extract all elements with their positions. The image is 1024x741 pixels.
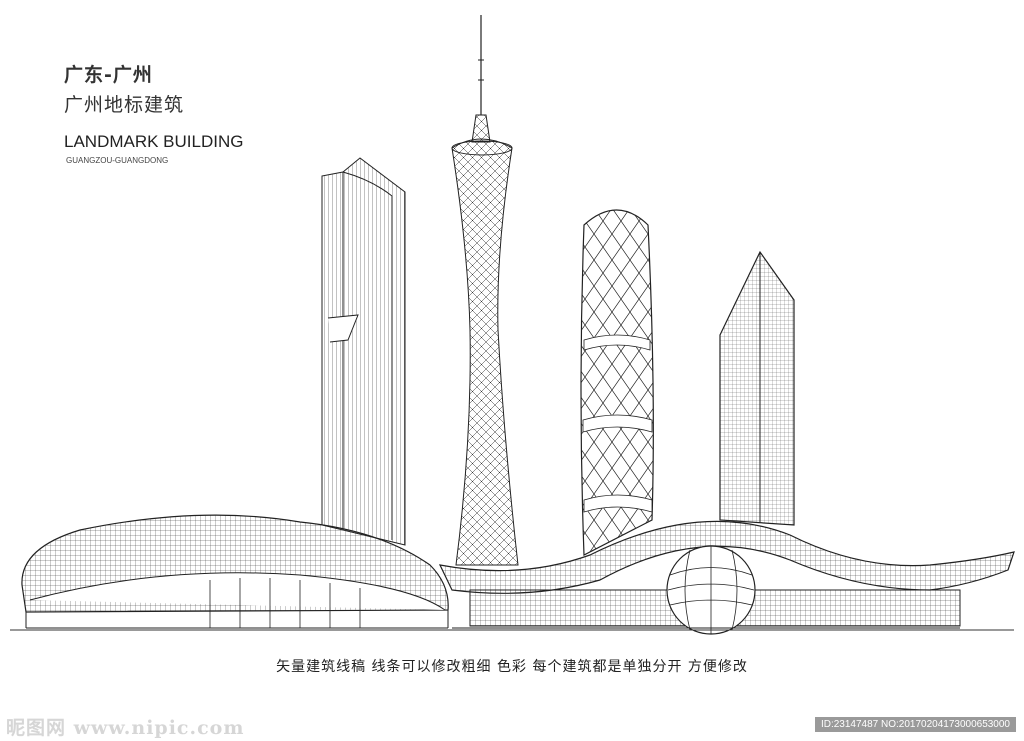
left-wavy-hall [21, 514, 449, 629]
pointed-tower [719, 250, 795, 526]
title-block: 广东-广州 广州地标建筑 LANDMARK BUILDING GUANGZOU-… [64, 62, 243, 165]
english-title: LANDMARK BUILDING [64, 132, 244, 151]
caption: 矢量建筑线稿 线条可以修改粗细 色彩 每个建筑都是单独分开 方便修改 [276, 659, 748, 675]
tower-left-slab [321, 157, 406, 546]
page-subtitle: 广州地标建筑 [64, 94, 185, 116]
page-title: 广东-广州 [64, 64, 153, 86]
english-subtitle: GUANGZOU-GUANGDONG [66, 156, 169, 165]
right-wave-hall [438, 520, 1015, 635]
diagrid-tower [580, 209, 654, 556]
canton-tower [451, 15, 519, 566]
